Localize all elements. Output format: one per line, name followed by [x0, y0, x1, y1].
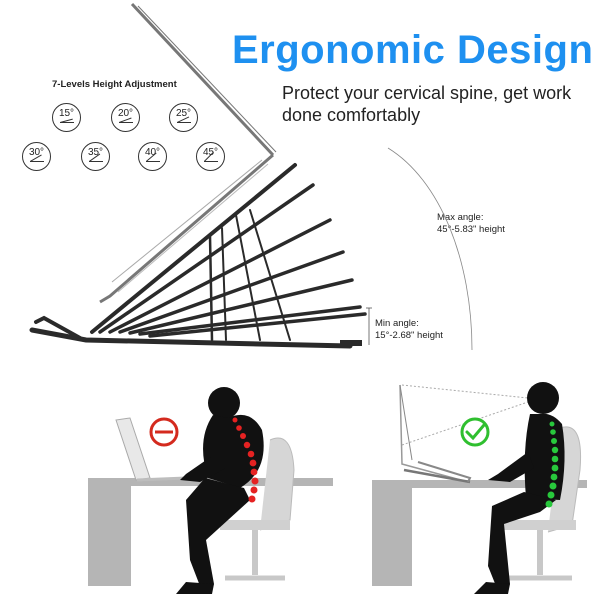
angle-label: 25° — [175, 108, 192, 119]
tagline: Protect your cervical spine, get work do… — [282, 83, 572, 125]
min-angle-value: 15°-2.68" height — [375, 330, 443, 341]
angle-badge-45: 45° — [196, 142, 225, 171]
angle-badge-25: 25° — [169, 103, 198, 132]
angle-badge-35: 35° — [81, 142, 110, 171]
angle-label: 20° — [117, 108, 134, 119]
min-angle-label: Min angle: — [375, 318, 419, 329]
max-angle-label: Max angle: — [437, 212, 484, 223]
max-angle-value: 45°-5.83" height — [437, 224, 505, 235]
angle-badge-15: 15° — [52, 103, 81, 132]
max-angle-spec: Max angle: 45°-5.83" height — [437, 212, 505, 236]
angle-label: 35° — [87, 147, 104, 158]
angle-label: 30° — [28, 147, 45, 158]
bad-posture-scene — [88, 387, 333, 594]
height-arc — [387, 147, 473, 351]
angle-badge-40: 40° — [138, 142, 167, 171]
min-angle-spec: Min angle: 15°-2.68" height — [375, 318, 443, 342]
angle-badge-20: 20° — [111, 103, 140, 132]
angle-label: 45° — [202, 147, 219, 158]
angle-label: 40° — [144, 147, 161, 158]
angle-label: 15° — [58, 108, 75, 119]
good-posture-scene — [372, 382, 587, 594]
laptop-stand — [29, 163, 367, 349]
headline: Ergonomic Design — [232, 28, 594, 72]
levels-title: 7-Levels Height Adjustment — [52, 79, 177, 90]
no-entry-icon — [149, 417, 179, 447]
checkmark-icon — [460, 417, 490, 447]
laptop — [99, 2, 277, 304]
angle-badge-30: 30° — [22, 142, 51, 171]
